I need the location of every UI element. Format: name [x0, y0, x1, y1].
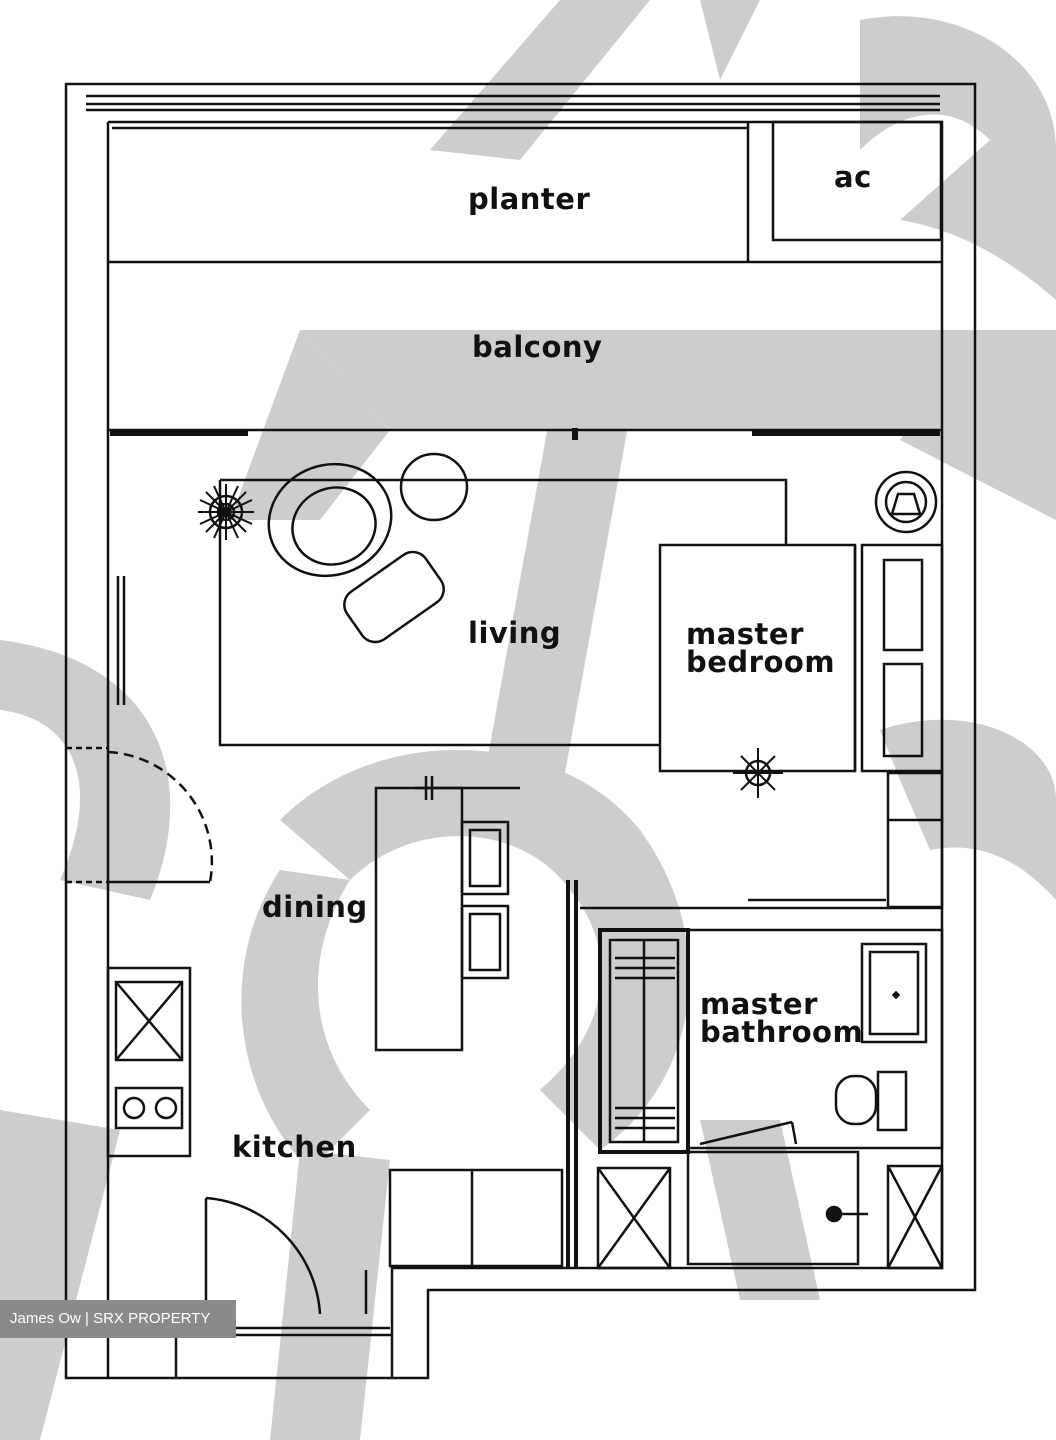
- sliding-door: [110, 428, 940, 440]
- living-label: living: [468, 616, 562, 650]
- furniture: [66, 452, 944, 1378]
- planter-label: planter: [468, 182, 591, 216]
- master-bathroom-label: master bathroom: [700, 987, 864, 1049]
- sink-drain: [891, 990, 901, 1000]
- photo-credit: James Ow | SRX PROPERTY: [0, 1300, 236, 1338]
- balcony-label: balcony: [472, 330, 603, 364]
- master-bedroom-label: master bedroom: [686, 617, 836, 679]
- dining-label: dining: [262, 890, 368, 924]
- kitchen-label: kitchen: [232, 1130, 357, 1164]
- ac-label: ac: [834, 160, 872, 194]
